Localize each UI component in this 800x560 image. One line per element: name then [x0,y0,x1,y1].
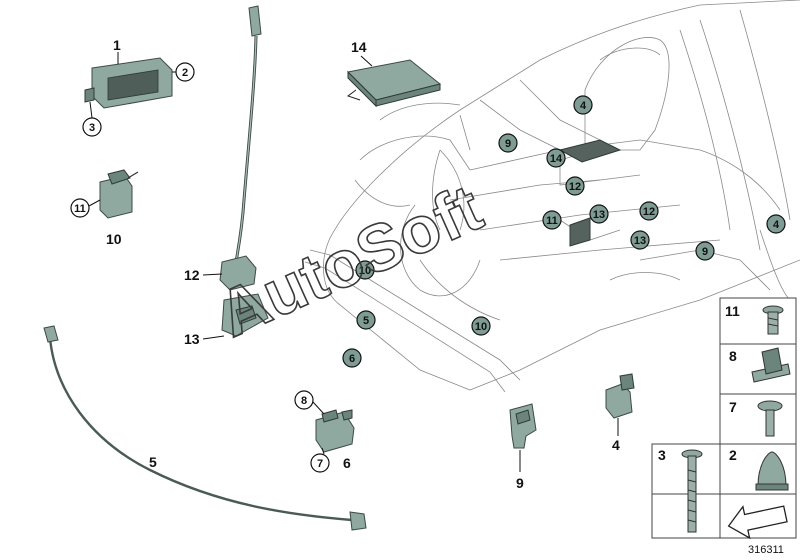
svg-text:8: 8 [301,395,307,407]
sensor-in-vehicle [569,217,591,247]
svg-text:2: 2 [182,67,188,79]
clip-nut-icon [751,347,791,383]
leader-line [202,273,223,276]
sensor-part-9[interactable] [509,403,537,449]
svg-text:14: 14 [550,153,563,165]
grid-label-3: 3 [658,447,666,463]
control-unit-part[interactable] [84,57,173,109]
svg-text:5: 5 [363,315,369,327]
vehicle-callout: 5 [356,310,376,330]
part-number-13: 13 [184,331,200,347]
callout-8: 8 [294,390,314,410]
connector-part-6[interactable] [315,409,355,453]
svg-text:13: 13 [593,209,605,221]
watermark-text: AutoSoft [208,170,493,351]
svg-text:3: 3 [89,122,95,134]
vehicle-callout: 13 [630,230,650,250]
module-in-vehicle [558,139,622,163]
vehicle-callout: 4 [573,95,593,115]
svg-text:9: 9 [702,246,708,258]
vehicle-callout: 4 [766,214,786,234]
vehicle-callout: 14 [546,148,566,168]
vehicle-callout: 9 [498,133,518,153]
bolt-icon [757,400,783,437]
grid-label-11: 11 [725,303,740,319]
cap-nut-icon [755,451,789,491]
leader-line [312,401,325,415]
module-part-14[interactable] [346,59,442,108]
callout-7: 7 [310,453,330,473]
callout-2: 2 [175,62,195,82]
svg-text:12: 12 [569,181,581,193]
vehicle-callout: 12 [565,176,585,196]
callout-3: 3 [82,117,102,137]
part-number-6: 6 [343,455,351,471]
leader-line [89,101,93,119]
bracket-part-4[interactable] [605,373,635,419]
antenna-rod-part[interactable] [219,5,262,291]
vehicle-callout: 12 [639,201,659,221]
svg-text:7: 7 [317,458,323,470]
vehicle-callout: 9 [695,241,715,261]
bracket-part-13[interactable] [221,293,269,337]
svg-text:11: 11 [74,203,86,215]
svg-text:10: 10 [359,265,371,277]
screw-icon [762,305,784,335]
vehicle-callout: 11 [542,210,562,230]
leader-line [88,199,101,207]
cable-part-5[interactable] [43,325,367,531]
svg-text:6: 6 [349,353,355,365]
vehicle-callout: 6 [342,348,362,368]
arrow-icon [727,505,788,540]
leader-line [321,447,325,455]
svg-text:13: 13 [634,235,646,247]
svg-text:11: 11 [546,215,558,227]
part-number-14: 14 [351,39,367,55]
grid-label-8: 8 [729,348,737,364]
grid-label-7: 7 [729,399,737,415]
svg-text:12: 12 [643,206,655,218]
svg-text:4: 4 [773,219,780,231]
vehicle-callout: 13 [589,204,609,224]
vehicle-callout: 10 [355,260,375,280]
reference-number: 316311 [748,544,784,556]
svg-text:4: 4 [580,100,587,112]
long-screw-icon [681,449,703,533]
part-number-12: 12 [184,267,200,283]
svg-text:9: 9 [505,138,511,150]
svg-text:10: 10 [475,321,487,333]
grid-label-2: 2 [729,447,737,463]
sensor-part-10[interactable] [99,169,139,219]
hardware-grid [651,297,797,539]
part-number-9: 9 [516,475,524,491]
part-number-1: 1 [113,37,121,53]
vehicle-callout: 10 [471,316,491,336]
leader-line [202,335,225,340]
callout-11: 11 [70,198,90,218]
leader-line [360,55,373,67]
part-number-10: 10 [106,231,122,247]
part-number-4: 4 [612,437,620,453]
part-number-5: 5 [149,454,157,470]
